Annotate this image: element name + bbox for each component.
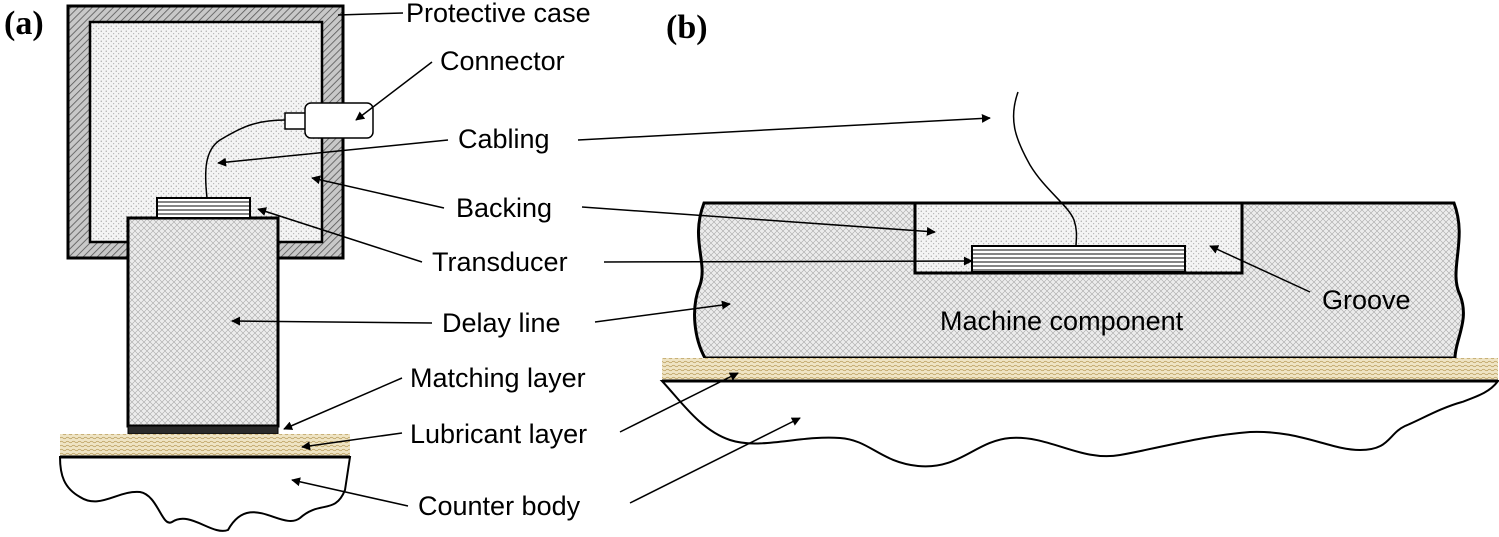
transducer-a: [156, 197, 251, 219]
counter-body-b: [659, 380, 1499, 468]
leader-groove: [1209, 245, 1311, 293]
cabling-a: [204, 119, 286, 199]
leader-delay-line-b: [594, 300, 731, 323]
leader-counter-body-b: [629, 417, 801, 504]
label-protective-case: Protective case: [406, 0, 591, 28]
cabling-b: [1012, 91, 1078, 247]
machine-component: [693, 201, 1465, 360]
label-lubricant-layer: Lubricant layer: [410, 419, 587, 449]
transducer-b: [971, 245, 1186, 273]
leader-lubricant-layer-a: [301, 432, 403, 451]
label-matching-layer: Matching layer: [410, 363, 586, 393]
label-transducer: Transducer: [432, 247, 568, 277]
panel-a-letter: (a): [4, 5, 44, 42]
lubricant-layer-a: [60, 434, 350, 456]
label-connector: Connector: [440, 46, 565, 76]
label-backing: Backing: [456, 193, 552, 223]
lubricant-layer-b: [662, 358, 1498, 380]
label-machine-component: Machine component: [940, 306, 1184, 336]
leader-transducer-a: [257, 207, 423, 263]
leader-protective-case: [337, 12, 404, 16]
matching-layer: [127, 425, 279, 435]
label-cabling: Cabling: [458, 124, 550, 154]
label-delay-line: Delay line: [442, 308, 561, 338]
counter-body-a: [58, 456, 352, 532]
leader-matching-layer: [283, 377, 403, 430]
leader-transducer-b: [603, 256, 973, 266]
leader-backing-b: [581, 206, 936, 236]
leader-lubricant-layer-b: [619, 372, 739, 433]
panel-b-letter: (b): [666, 9, 708, 46]
leader-delay-line: [231, 316, 433, 326]
leader-counter-body-a: [291, 477, 409, 507]
label-counter-body: Counter body: [418, 491, 581, 521]
label-groove: Groove: [1322, 285, 1411, 315]
leader-cabling-a: [217, 139, 449, 167]
leader-cabling-b: [577, 113, 991, 141]
connector-plug: [284, 112, 308, 130]
leader-connector: [355, 61, 433, 121]
connector: [304, 102, 374, 139]
leader-backing-a: [311, 175, 445, 209]
delay-line: [126, 216, 280, 428]
